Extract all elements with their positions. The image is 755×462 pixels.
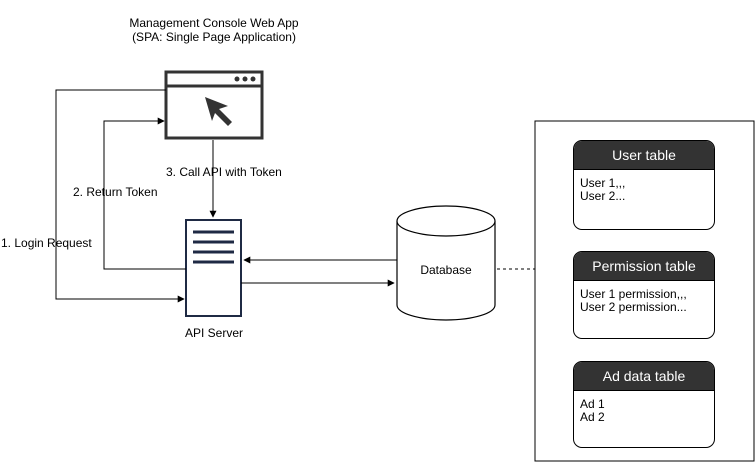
table-title: Permission table xyxy=(574,252,714,281)
edge-label-return-token: 2. Return Token xyxy=(73,185,158,199)
edge-label-call-api: 3. Call API with Token xyxy=(166,165,282,179)
edge-label-login-request: 1. Login Request xyxy=(1,236,92,250)
table-card-ad-data: Ad data table Ad 1 Ad 2 xyxy=(573,361,715,448)
table-row: User 1,,, xyxy=(580,176,626,190)
table-row: Ad 1 xyxy=(580,397,605,411)
table-rows: Ad 1 Ad 2 xyxy=(574,391,714,431)
server-label: API Server xyxy=(184,326,244,340)
tables-container xyxy=(534,120,755,462)
table-row: User 2... xyxy=(580,189,626,203)
table-row: User 2 permission... xyxy=(580,300,687,314)
database-cylinder-icon xyxy=(396,205,496,321)
table-title: User table xyxy=(574,141,714,170)
edge-return-token xyxy=(103,117,186,270)
server-icon xyxy=(185,219,242,317)
table-rows: User 1 permission,,, User 2 permission..… xyxy=(574,281,714,321)
cursor-icon xyxy=(205,97,232,126)
table-row: Ad 2 xyxy=(580,410,605,424)
app-title-line2: (SPA: Single Page Application) xyxy=(132,30,296,44)
app-title: Management Console Web App (SPA: Single … xyxy=(114,16,314,44)
table-rows: User 1,,, User 2... xyxy=(574,170,714,210)
database-label: Database xyxy=(420,263,472,277)
table-row: User 1 permission,,, xyxy=(580,287,687,301)
table-card-user: User table User 1,,, User 2... xyxy=(573,140,715,230)
table-card-permission: Permission table User 1 permission,,, Us… xyxy=(573,251,715,339)
browser-window-icon xyxy=(164,70,264,140)
app-title-line1: Management Console Web App xyxy=(129,16,299,30)
edge-login-request xyxy=(55,89,185,303)
table-title: Ad data table xyxy=(574,362,714,391)
